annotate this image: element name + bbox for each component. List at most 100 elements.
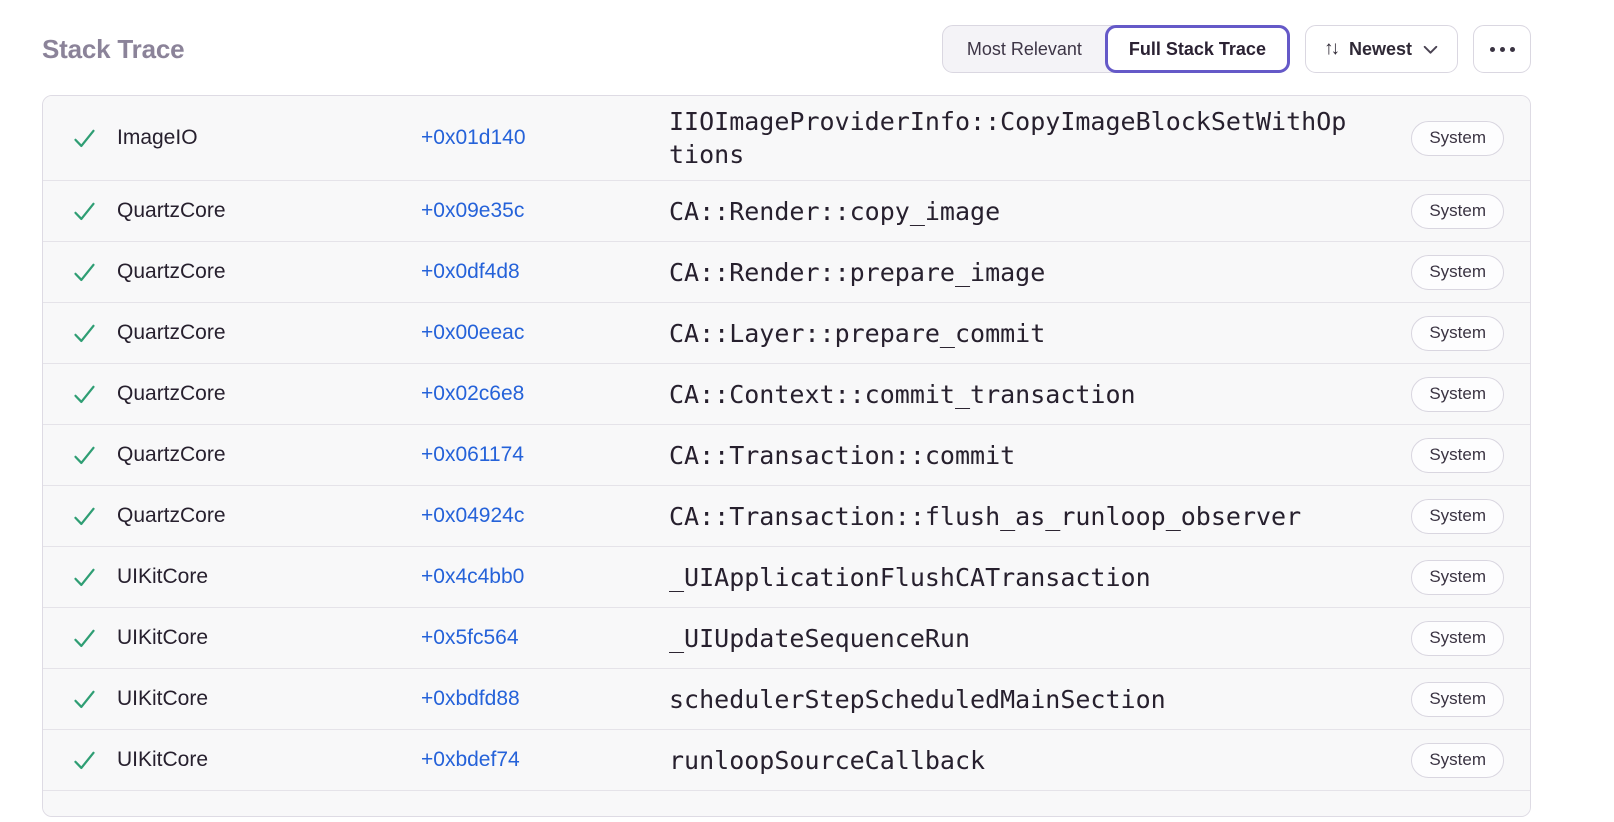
checkmark-icon xyxy=(74,690,95,708)
frame-status-cell xyxy=(71,381,117,408)
frame-badge-cell: System xyxy=(1411,742,1504,778)
stack-frame-row[interactable]: QuartzCore +0x04924c CA::Transaction::fl… xyxy=(43,485,1530,546)
system-badge: System xyxy=(1411,437,1504,473)
stack-frame-row[interactable]: UIKitCore +0x5fc564 _UIUpdateSequenceRun… xyxy=(43,607,1530,668)
frame-module: UIKitCore xyxy=(117,626,209,649)
system-badge: System xyxy=(1411,315,1504,351)
frame-status-cell xyxy=(71,686,117,713)
checkmark-icon xyxy=(74,202,95,220)
frame-badge-cell: System xyxy=(1411,559,1504,595)
frame-module: UIKitCore xyxy=(117,687,209,710)
stack-frame-row[interactable]: UIKitCore +0x4c4bb0 _UIApplicationFlushC… xyxy=(43,546,1530,607)
full-stack-trace-button[interactable]: Full Stack Trace xyxy=(1104,25,1290,73)
system-badge: System xyxy=(1411,376,1504,412)
frame-address-link[interactable]: +0x4c4bb0 xyxy=(421,565,525,588)
stack-trace-table: ImageIO +0x01d140 IIOImageProviderInfo::… xyxy=(42,95,1531,817)
panel-header: Stack Trace Most Relevant Full Stack Tra… xyxy=(42,24,1531,74)
frame-status-cell xyxy=(71,198,117,225)
stack-frame-row[interactable]: QuartzCore +0x09e35c CA::Render::copy_im… xyxy=(43,180,1530,241)
checkmark-icon xyxy=(74,446,95,464)
sort-newest-dropdown[interactable]: ↑↓ Newest xyxy=(1304,25,1458,73)
frame-badge-cell: System xyxy=(1411,254,1504,290)
trace-view-segmented-control: Most Relevant Full Stack Trace xyxy=(941,25,1290,73)
system-badge: System xyxy=(1411,620,1504,656)
frame-module: QuartzCore xyxy=(117,199,226,222)
system-badge: System xyxy=(1411,498,1504,534)
system-badge: System xyxy=(1411,742,1504,778)
frame-module: QuartzCore xyxy=(117,443,226,466)
checkmark-icon xyxy=(74,385,95,403)
stack-frame-row-partial xyxy=(43,790,1530,816)
frame-badge-cell: System xyxy=(1411,315,1504,351)
frame-module: QuartzCore xyxy=(117,321,226,344)
system-badge: System xyxy=(1411,120,1504,156)
stack-frame-row[interactable]: QuartzCore +0x00eeac CA::Layer::prepare_… xyxy=(43,302,1530,363)
frame-status-cell xyxy=(71,564,117,591)
most-relevant-button[interactable]: Most Relevant xyxy=(943,26,1106,72)
stack-frame-row[interactable]: QuartzCore +0x02c6e8 CA::Context::commit… xyxy=(43,363,1530,424)
stack-frame-row[interactable]: UIKitCore +0xbdfd88 schedulerStepSchedul… xyxy=(43,668,1530,729)
checkmark-icon xyxy=(74,568,95,586)
system-badge: System xyxy=(1411,681,1504,717)
sort-label: Newest xyxy=(1348,38,1412,59)
frame-address-link[interactable]: +0x061174 xyxy=(421,443,524,466)
frame-address-link[interactable]: +0x00eeac xyxy=(421,321,525,344)
frame-badge-cell: System xyxy=(1411,120,1504,156)
frame-address-link[interactable]: +0xbdef74 xyxy=(421,748,520,771)
frame-badge-cell: System xyxy=(1411,681,1504,717)
stack-frame-row[interactable]: QuartzCore +0x0df4d8 CA::Render::prepare… xyxy=(43,241,1530,302)
frame-function-name: CA::Layer::prepare_commit xyxy=(669,318,1046,348)
more-options-button[interactable] xyxy=(1473,25,1531,73)
system-badge: System xyxy=(1411,559,1504,595)
header-controls: Most Relevant Full Stack Trace ↑↓ Newest xyxy=(941,25,1531,73)
checkmark-icon xyxy=(74,507,95,525)
stack-frame-row[interactable]: ImageIO +0x01d140 IIOImageProviderInfo::… xyxy=(43,96,1530,180)
frame-status-cell xyxy=(71,125,117,152)
frame-function-name: _UIApplicationFlushCATransaction xyxy=(669,562,1151,592)
frame-address-link[interactable]: +0x5fc564 xyxy=(421,626,519,649)
frame-module: QuartzCore xyxy=(117,504,226,527)
frame-badge-cell: System xyxy=(1411,498,1504,534)
frame-function-name: schedulerStepScheduledMainSection xyxy=(669,684,1166,714)
frame-address-link[interactable]: +0x09e35c xyxy=(421,199,525,222)
stack-trace-panel: Stack Trace Most Relevant Full Stack Tra… xyxy=(42,24,1531,817)
frame-function-name: CA::Transaction::flush_as_runloop_observ… xyxy=(669,501,1302,531)
frame-function-name: IIOImageProviderInfo::CopyImageBlockSetW… xyxy=(669,107,1347,169)
frame-module: UIKitCore xyxy=(117,565,209,588)
checkmark-icon xyxy=(74,324,95,342)
frame-status-cell xyxy=(71,503,117,530)
frame-address-link[interactable]: +0x0df4d8 xyxy=(421,260,520,283)
checkmark-icon xyxy=(74,129,95,147)
frame-function-name: CA::Context::commit_transaction xyxy=(669,379,1136,409)
frame-status-cell xyxy=(71,320,117,347)
frame-function-name: CA::Transaction::commit xyxy=(669,440,1016,470)
frame-function-name: runloopSourceCallback xyxy=(669,745,986,775)
system-badge: System xyxy=(1411,193,1504,229)
sort-arrows-icon: ↑↓ xyxy=(1323,38,1340,59)
frame-badge-cell: System xyxy=(1411,437,1504,473)
frame-function-name: CA::Render::copy_image xyxy=(669,196,1001,226)
stack-frame-row[interactable]: UIKitCore +0xbdef74 runloopSourceCallbac… xyxy=(43,729,1530,790)
checkmark-icon xyxy=(74,629,95,647)
frame-badge-cell: System xyxy=(1411,620,1504,656)
frame-badge-cell: System xyxy=(1411,376,1504,412)
frame-status-cell xyxy=(71,442,117,469)
chevron-down-icon xyxy=(1422,41,1439,58)
stack-frame-row[interactable]: QuartzCore +0x061174 CA::Transaction::co… xyxy=(43,424,1530,485)
frame-status-cell xyxy=(71,625,117,652)
checkmark-icon xyxy=(74,263,95,281)
frame-badge-cell: System xyxy=(1411,193,1504,229)
page-title: Stack Trace xyxy=(42,33,185,64)
frame-module: QuartzCore xyxy=(117,382,226,405)
frame-module: ImageIO xyxy=(117,126,198,149)
ellipsis-icon xyxy=(1489,46,1495,52)
frame-address-link[interactable]: +0x02c6e8 xyxy=(421,382,525,405)
frame-address-link[interactable]: +0x04924c xyxy=(421,504,525,527)
frame-address-link[interactable]: +0x01d140 xyxy=(421,126,526,149)
frame-module: QuartzCore xyxy=(117,260,226,283)
frame-address-link[interactable]: +0xbdfd88 xyxy=(421,687,520,710)
frame-status-cell xyxy=(71,747,117,774)
checkmark-icon xyxy=(74,751,95,769)
frame-module: UIKitCore xyxy=(117,748,209,771)
frame-status-cell xyxy=(71,259,117,286)
